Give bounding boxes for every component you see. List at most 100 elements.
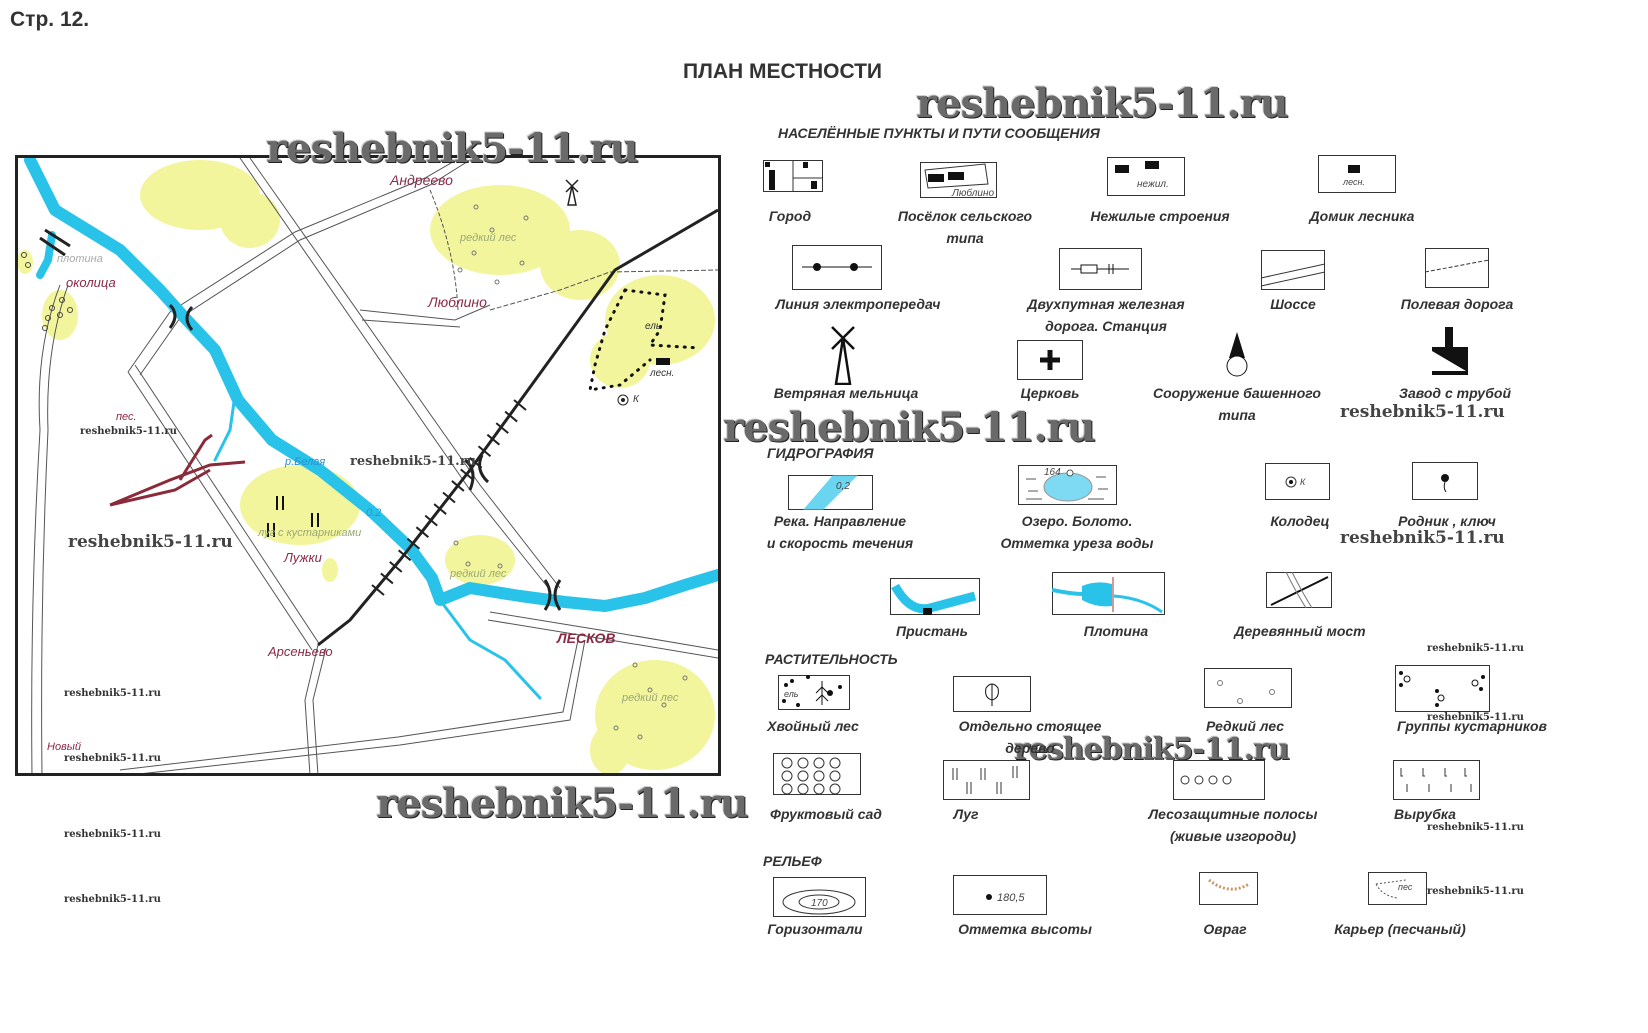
watermark: reshebnik5-11.ru (266, 125, 639, 172)
svg-text:ель: ель (784, 689, 799, 699)
quarry-icon: пес (1368, 872, 1427, 910)
legend-label-line: Церковь (1020, 385, 1080, 401)
map-label-well: К (633, 394, 639, 405)
legend-item-label: Завод с трубой (1399, 382, 1511, 404)
legend-label-line: Отметка высоты (958, 921, 1092, 937)
nonresidential-icon: нежил. (1107, 157, 1185, 201)
legend-item-label: Редкий лес (1206, 715, 1284, 737)
legend-item-label: Карьер (песчаный) (1334, 918, 1465, 940)
rail-tick (495, 422, 509, 434)
legend-label-line: Группы кустарников (1397, 718, 1547, 734)
legend-label-line: Отметка уреза воды (1000, 535, 1154, 551)
legend-label-line: Река. Направление (773, 513, 907, 529)
legend-label-line: Горизонтали (767, 921, 863, 937)
legend-label-line: дорога. Станция (1045, 318, 1167, 334)
legend-item-label: Хвойный лес (767, 715, 859, 737)
map-label-el: ель (645, 321, 662, 332)
svg-text:пес: пес (1398, 882, 1413, 892)
map-label-plotina: плотина (57, 253, 103, 265)
legend-item-label: Овраг (1203, 918, 1246, 940)
map-label-leskov: ЛЕСКОВ (557, 630, 616, 646)
rail-tick (433, 503, 447, 515)
map-label-river: р.Белая (285, 456, 326, 468)
rail-tick (486, 433, 501, 446)
lake-icon: 164 (1018, 465, 1117, 510)
watermark: reshebnik5-11.ru (1340, 528, 1505, 548)
rail-tick (415, 526, 430, 538)
highway-icon (1260, 250, 1326, 295)
legend-label-line: Линия электропередач (775, 296, 941, 312)
legend-item-label: Пристань (896, 620, 968, 642)
ravine-icon (1199, 872, 1258, 910)
tower-icon (1222, 330, 1252, 385)
legend-label-line: Хвойный лес (767, 718, 859, 734)
watermark: reshebnik5-11.ru (1427, 712, 1524, 723)
river-icon: 0,2 (788, 475, 873, 515)
city-icon (763, 160, 823, 197)
legend-label-line: Двухпутная железная (1027, 296, 1185, 312)
windmill-icon (565, 179, 579, 206)
railway (317, 208, 718, 647)
orchard-icon (21, 252, 73, 331)
hedgerow-icon (1173, 760, 1265, 805)
field-road-icon (1424, 248, 1490, 293)
rail-tick (442, 491, 456, 504)
rail-tick (406, 537, 421, 550)
rail-tick (389, 561, 403, 573)
map-label-sparse-forest: редкий лес (622, 692, 679, 704)
sparse-forest-icon (1204, 668, 1292, 713)
shrubs-icon (1395, 665, 1490, 717)
legend-label-line: Шоссе (1270, 296, 1316, 312)
railway-icon (1059, 248, 1142, 295)
legend-item-label: Линия электропередач (776, 293, 941, 315)
legend-item-label: Группы кустарников (1397, 715, 1547, 737)
legend-label-line: Озеро. Болото. (1021, 513, 1133, 529)
village-icon: Люблино (920, 162, 997, 203)
map-label-lyublino: Люблино (428, 294, 487, 310)
clearing-icon (1393, 760, 1480, 805)
sparse-forest-marks (453, 204, 688, 740)
legend-label-line: Вырубка (1394, 806, 1456, 822)
dam-icon (1051, 572, 1165, 620)
map-label-novy: Новый (47, 741, 82, 753)
legend-section-title: НАСЕЛЁННЫЕ ПУНКТЫ И ПУТИ СООБЩЕНИЯ (778, 125, 1100, 141)
legend-item-label: Горизонтали (767, 918, 862, 940)
elevation-mark-icon: 180,5 (953, 875, 1047, 920)
orchard-icon (773, 753, 861, 800)
forester-house-icon: лесн. (1318, 155, 1396, 198)
legend-item-label: Ветряная мельница (774, 382, 919, 404)
rail-tick (451, 480, 465, 492)
legend-label-line: (живые изгороди) (1170, 828, 1296, 844)
watermark: reshebnik5-11.ru (916, 80, 1289, 127)
legend-label-line: Пристань (896, 623, 968, 639)
legend-item-label: Река. Направление и скорость течения (767, 510, 913, 554)
rail-tick (460, 468, 474, 481)
map-label-sparse-forest: редкий лес (450, 568, 507, 580)
wooden-bridge-icon (1266, 571, 1332, 613)
map-label-andreevo: Андреево (390, 172, 453, 188)
forester-house-icon (656, 358, 670, 365)
legend-item-label: Домик лесника (1310, 205, 1415, 227)
svg-text:180,5: 180,5 (997, 892, 1025, 904)
svg-text:К: К (1300, 477, 1306, 487)
watermark: reshebnik5-11.ru (1427, 886, 1524, 897)
watermark: reshebnik5-11.ru (350, 454, 477, 469)
svg-text:164: 164 (1044, 467, 1061, 478)
legend-label-line: и скорость течения (766, 535, 914, 551)
map-label-lesn: лесн. (650, 368, 675, 379)
legend-section-title: РАСТИТЕЛЬНОСТЬ (765, 651, 898, 667)
legend-item-label: Вырубка (1394, 803, 1456, 825)
single-tree-icon (953, 676, 1031, 717)
legend-label-line: Завод с трубой (1398, 385, 1512, 401)
legend-item-label: Двухпутная железная дорога. Станция (1027, 293, 1184, 337)
watermark: reshebnik5-11.ru (64, 688, 161, 699)
watermark: reshebnik5-11.ru (1427, 822, 1524, 833)
map-label-okolitsa: околица (66, 275, 116, 290)
legend-label-line: Родник , ключ (1398, 513, 1496, 529)
svg-text:170: 170 (811, 898, 828, 909)
watermark: reshebnik5-11.ru (1427, 643, 1524, 654)
well-icon (617, 394, 629, 406)
legend-item-label: Нежилые строения (1090, 205, 1229, 227)
